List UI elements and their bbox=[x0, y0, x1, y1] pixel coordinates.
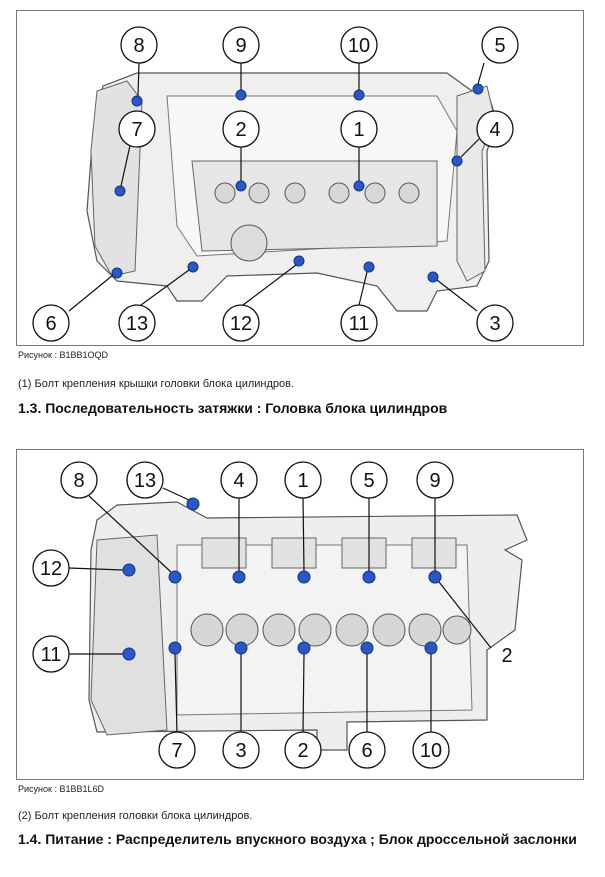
head-leader-lines bbox=[68, 487, 492, 735]
callouts bbox=[32, 26, 519, 342]
callout-numbers: 1 2 3 4 5 6 7 8 9 10 11 12 13 bbox=[45, 35, 505, 335]
leader-lines bbox=[68, 62, 485, 312]
figure-cylinder-head: 1 2 3 4 5 6 7 8 9 10 11 12 13 2 bbox=[16, 449, 584, 780]
section-1-3-heading: 1.3. Последовательность затяжки : Головк… bbox=[18, 400, 448, 416]
head-bolt-11 bbox=[122, 647, 136, 661]
section-1-4-heading: 1.4. Питание : Распределитель впускного … bbox=[18, 831, 577, 847]
head-bolt-6 bbox=[360, 641, 374, 655]
head-bolts bbox=[122, 497, 442, 661]
bolts bbox=[111, 83, 484, 283]
head-bolt-12 bbox=[122, 563, 136, 577]
callout-11: 11 bbox=[349, 313, 370, 335]
head-callout-12: 12 bbox=[40, 558, 62, 580]
bolt-13 bbox=[187, 261, 199, 273]
bolt-8 bbox=[131, 95, 143, 107]
head-bolt-4 bbox=[232, 570, 246, 584]
head-callouts bbox=[32, 461, 454, 769]
head-callout-numbers: 1 2 3 4 5 6 7 8 9 10 11 12 13 bbox=[40, 470, 513, 762]
bolt-9 bbox=[235, 89, 247, 101]
head-bolt-13 bbox=[186, 497, 200, 511]
figure1-caption: Рисунок : B1BB1OQD bbox=[18, 350, 108, 360]
cylinder-head-drawing: 1 2 3 4 5 6 7 8 9 10 11 12 13 2 bbox=[32, 461, 528, 769]
head-leader-1-bottom bbox=[302, 653, 305, 733]
head-bolt-1b bbox=[297, 641, 311, 655]
head-callout-3: 3 bbox=[235, 740, 246, 762]
callout-5: 5 bbox=[494, 35, 505, 57]
callout-1: 1 bbox=[353, 119, 364, 141]
head-callout-7: 7 bbox=[171, 740, 182, 762]
head-bolt-3 bbox=[234, 641, 248, 655]
callout-2: 2 bbox=[235, 119, 246, 141]
bolt-7 bbox=[114, 185, 126, 197]
bolt-10 bbox=[353, 89, 365, 101]
callout-6: 6 bbox=[45, 313, 56, 335]
bolt-5 bbox=[472, 83, 484, 95]
head-callout-9: 9 bbox=[429, 470, 440, 492]
head-bolt-9 bbox=[428, 570, 442, 584]
head-callout-8: 8 bbox=[73, 470, 84, 492]
head-left-end bbox=[90, 534, 168, 736]
valve-cover-drawing: 1 2 3 4 5 6 7 8 9 10 11 12 13 bbox=[32, 26, 519, 342]
bolt-2 bbox=[235, 180, 247, 192]
bolt-6 bbox=[111, 267, 123, 279]
head-callout-11: 11 bbox=[41, 644, 62, 666]
bolt-1 bbox=[353, 180, 365, 192]
figure2-note: (2) Болт крепления головки блока цилиндр… bbox=[18, 810, 253, 822]
head-callout-1: 1 bbox=[297, 470, 308, 492]
head-bolt-8 bbox=[168, 570, 182, 584]
figure2-caption: Рисунок : B1BB1L6D bbox=[18, 784, 104, 794]
callout-12: 12 bbox=[230, 313, 252, 335]
left-flange bbox=[90, 80, 143, 277]
oil-filler-cap bbox=[230, 224, 268, 262]
cover-recess bbox=[191, 160, 438, 252]
callout-13: 13 bbox=[126, 313, 148, 335]
callout-4: 4 bbox=[489, 119, 500, 141]
callout-9: 9 bbox=[235, 35, 246, 57]
head-callout-5: 5 bbox=[363, 470, 374, 492]
callout-7: 7 bbox=[131, 119, 142, 141]
head-bolt-1 bbox=[297, 570, 311, 584]
head-bolt-10 bbox=[424, 641, 438, 655]
bolt-3 bbox=[427, 271, 439, 283]
figure-valve-cover: 1 2 3 4 5 6 7 8 9 10 11 12 13 bbox=[16, 10, 584, 346]
valve-bores bbox=[190, 613, 472, 647]
head-bolt-7 bbox=[168, 641, 182, 655]
callout-10: 10 bbox=[348, 35, 370, 57]
bolt-4 bbox=[451, 155, 463, 167]
figure1-note: (1) Болт крепления крышки головки блока … bbox=[18, 378, 295, 390]
callout-8: 8 bbox=[133, 35, 144, 57]
bolt-12 bbox=[293, 255, 305, 267]
head-bolt-5 bbox=[362, 570, 376, 584]
head-callout-2-label: 2 bbox=[501, 645, 512, 667]
head-callout-2: 2 bbox=[297, 740, 308, 762]
callout-3: 3 bbox=[489, 313, 500, 335]
head-callout-13: 13 bbox=[134, 470, 156, 492]
spark-plug-wells bbox=[214, 182, 420, 204]
head-callout-6: 6 bbox=[361, 740, 372, 762]
head-callout-4: 4 bbox=[233, 470, 244, 492]
head-callout-10: 10 bbox=[420, 740, 442, 762]
bolt-11 bbox=[363, 261, 375, 273]
